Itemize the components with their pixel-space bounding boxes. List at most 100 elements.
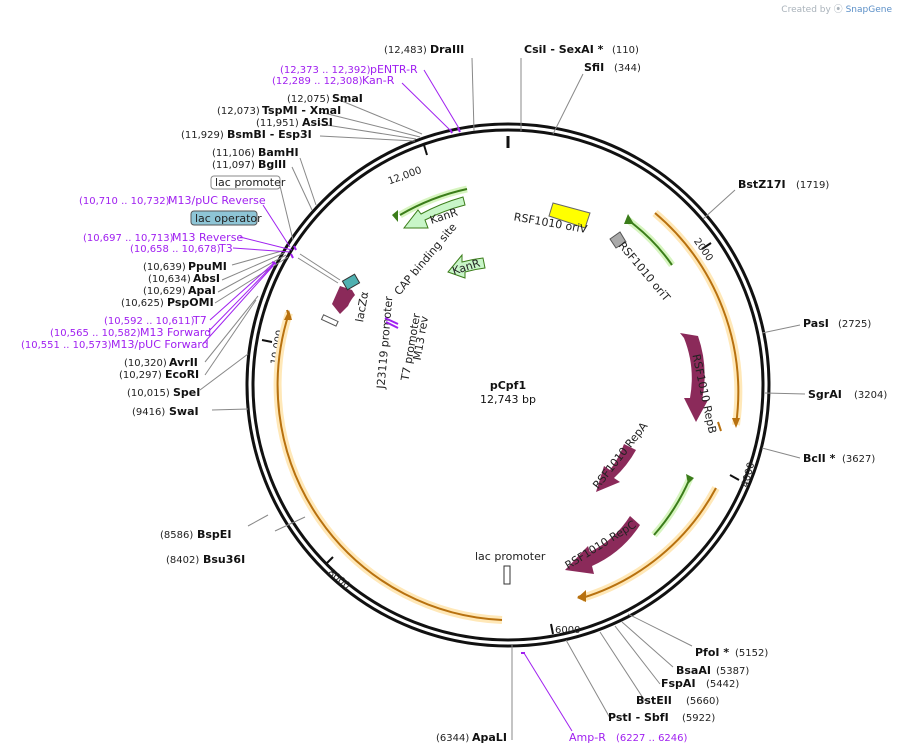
absi-pos: (10,634) (148, 274, 191, 285)
lac-promoter-inner-label: lac promoter (475, 550, 546, 563)
pentr-r-name: pENTR-R (370, 63, 418, 76)
primer-leader-lines (202, 69, 573, 732)
lac-operator-label: lac operator (195, 212, 262, 225)
draiii-pos: (12,483) (384, 45, 427, 56)
m13-puc-forward-name: M13/pUC Forward (111, 338, 209, 351)
psti-sbfi-pos: (5922) (682, 713, 715, 724)
rsf-orit-box (609, 231, 627, 249)
lacza-arrow (332, 286, 355, 314)
lac-promoter-box (210, 175, 281, 190)
bglii-label: BglII (258, 158, 286, 171)
pasi-pos: (2725) (838, 319, 871, 330)
t3-name: T3 (218, 242, 233, 255)
tick-label-6000: 6000 (555, 625, 580, 636)
psti-sbfi-label: PstI - SbfI (608, 711, 669, 724)
smai-pos: (12,075) (287, 94, 330, 105)
rsf-repc-arrow (565, 516, 640, 574)
backbone-inner-ring (251, 128, 765, 642)
asisi-label: AsiSI (302, 116, 333, 129)
spei-pos: (10,015) (127, 388, 170, 399)
avrii-label: AvrII (169, 356, 198, 369)
sfii-label: SfiI (584, 61, 604, 74)
t7-name: T7 (192, 314, 207, 327)
pspomi-pos: (10,625) (121, 298, 164, 309)
rsf-repa-label: RSF1010 RepA (590, 419, 650, 491)
bsmbi-esp3i-label: BsmBI - Esp3I (227, 128, 312, 141)
asisi-pos: (11,951) (256, 118, 299, 129)
bsu36i-pos: (8402) (166, 555, 199, 566)
enzyme-leader-lines (199, 57, 806, 740)
tick-marks (261, 144, 740, 635)
green-arrow-3-icon (686, 474, 694, 484)
bsteii-label: BstEII (636, 694, 672, 707)
lac-promoter-label: lac promoter (215, 176, 286, 189)
primer-ticks (271, 127, 525, 654)
bsaai-pos: (5387) (716, 666, 749, 677)
bstz17i-label: BstZ17I (738, 178, 786, 191)
apai-label: ApaI (188, 284, 216, 297)
rsf-repc-label: RSF1010 RepC (563, 518, 639, 572)
m13-reverse-range: (10,697 .. 10,713) (83, 233, 174, 244)
bsteii-pos: (5660) (686, 696, 719, 707)
avrii-pos: (10,320) (124, 358, 167, 369)
rsf-repb-arrow (680, 333, 708, 422)
fspai-pos: (5442) (706, 679, 739, 690)
bspei-label: BspEI (197, 528, 231, 541)
pentr-r-range: (12,373 .. 12,392) (280, 65, 371, 76)
bsaai-label: BsaAI (676, 664, 711, 677)
j23119-promoter-box (320, 314, 339, 327)
swai-pos: (9416) (132, 407, 165, 418)
kan-r-range: (12,289 .. 12,308) (272, 76, 363, 87)
tspmi-xmai-label: TspMI - XmaI (262, 104, 341, 117)
ecori-pos: (10,297) (119, 370, 162, 381)
lac-operator-box (190, 210, 258, 226)
sfii-pos: (344) (614, 63, 641, 74)
bcli-pos: (3627) (842, 454, 875, 465)
pasi-label: PasI (803, 317, 829, 330)
t3-range: (10,658 .. 10,678) (130, 244, 221, 255)
bspei-pos: (8586) (160, 530, 193, 541)
bsmbi-pos: (11,929) (181, 130, 224, 141)
plasmid-name: pCpf1 (490, 379, 526, 392)
bstz17i-pos: (1719) (796, 180, 829, 191)
snapgene-credit: Created by ⦿ SnapGene (781, 2, 892, 15)
apali-pos: (6344) (436, 733, 469, 744)
csii-sexai-pos: (110) (612, 45, 639, 56)
green-arrow-2-icon (624, 214, 634, 224)
j23119-label: J23119 promoter (374, 295, 395, 390)
tick-label-12000: 12,000 (387, 165, 424, 187)
lacza-label: lacZα (353, 291, 371, 323)
rsf-oriv-box (548, 202, 591, 229)
lac-promoter-inner-box (503, 565, 511, 585)
bsu36i-label: Bsu36I (203, 553, 245, 566)
csii-sexai-label: CsiI - SexAI * (524, 43, 604, 56)
apali-label: ApaLI (472, 731, 507, 744)
amp-r-name: Amp-R (569, 731, 606, 744)
m13-puc-forward-range: (10,551 .. 10,573) (21, 340, 112, 351)
pfoi-label: PfoI * (695, 646, 729, 659)
m13-forward-range: (10,565 .. 10,582) (50, 328, 141, 339)
t7-range: (10,592 .. 10,611) (104, 316, 195, 327)
draiii-label: DraIII (430, 43, 464, 56)
m13-forward-name: M13 Forward (140, 326, 211, 339)
tspmi-pos: (12,073) (217, 106, 260, 117)
absi-label: AbsI (193, 272, 220, 285)
orf-arrow-2-icon (577, 590, 586, 602)
spei-label: SpeI (173, 386, 200, 399)
cap-site-box (341, 273, 361, 291)
credit-brand: SnapGene (845, 5, 892, 15)
green-arrow-1-icon (392, 210, 398, 222)
snapgene-logo-icon: ⦿ (833, 5, 843, 15)
kanr-inner-label: KanR (451, 257, 482, 278)
backbone-outer-ring (245, 122, 771, 648)
ecori-label: EcoRI (165, 368, 199, 381)
bcli-label: BclI * (803, 452, 836, 465)
sgrai-label: SgrAI (808, 388, 842, 401)
tick-label-4000: 4000 (740, 461, 757, 488)
ppumi-label: PpuMI (188, 260, 227, 273)
rsf-repa-arrow (596, 444, 636, 492)
cap-site-label: CAP binding site (392, 221, 460, 298)
m13-puc-reverse-range: (10,710 .. 10,732) (79, 196, 170, 207)
fspai-label: FspAI (661, 677, 696, 690)
